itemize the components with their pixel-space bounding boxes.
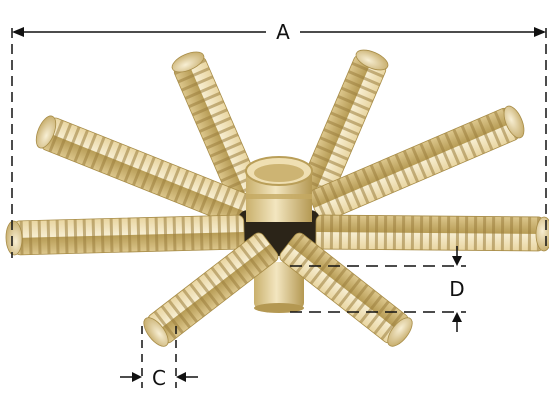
arm-horizontal-right-end-cap [535, 216, 549, 252]
dimension-a: A [11, 20, 547, 258]
dimension-c: C [120, 326, 198, 390]
dimension-d-arrow-bottom [452, 312, 462, 322]
arm-horizontal-right [315, 214, 549, 252]
central-hub [238, 156, 320, 313]
lateral-arms-back [35, 49, 525, 227]
arm-horizontal-right-threads [315, 214, 545, 252]
arm-horizontal-left [5, 214, 245, 256]
lateral-arms-front [5, 214, 549, 347]
arm-horizontal-left-end-cap [5, 220, 23, 256]
arm-lower-left-end-cap [143, 317, 169, 347]
arm-lower-right [279, 232, 413, 347]
arm-horizontal-left-threads [13, 214, 245, 256]
hub-lower-rim [254, 303, 304, 313]
arm-left [35, 115, 251, 227]
arm-lower-left [143, 232, 279, 347]
dimension-a-arrow-left [12, 27, 24, 37]
dimension-a-arrow-right [534, 27, 546, 37]
dimension-c-arrow-right [176, 372, 186, 382]
dimension-d-arrow-top [452, 256, 462, 266]
dimension-d: D [290, 246, 466, 332]
hub-lower-collar [254, 262, 304, 308]
arm-upper-right-end-cap [355, 49, 389, 71]
dimension-a-label: A [276, 20, 290, 44]
dimension-c-label: C [152, 366, 166, 390]
hub-socket-band [246, 194, 312, 199]
arm-lower-right-end-cap [387, 317, 413, 347]
arm-left-end-cap [35, 115, 57, 149]
arm-upper-left-end-cap [171, 51, 205, 73]
dimension-c-arrow-left [132, 372, 142, 382]
hub-socket-inner [254, 164, 304, 182]
dimension-d-label: D [449, 277, 464, 301]
arm-right [308, 105, 525, 223]
arm-right-end-cap [503, 105, 525, 139]
